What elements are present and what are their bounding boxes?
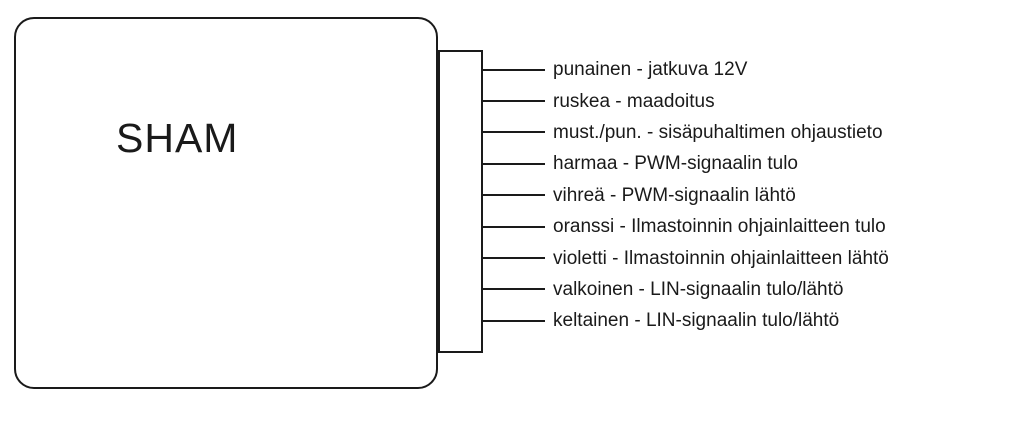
wire-row: oranssi - Ilmastoinnin ohjainlaitteen tu… <box>483 211 1024 242</box>
wire-label: punainen - jatkuva 12V <box>553 59 748 81</box>
wire-label: harmaa - PWM-signaalin tulo <box>553 153 798 175</box>
wire-line <box>483 162 545 165</box>
wire-label: ruskea - maadoitus <box>553 90 715 112</box>
wire-row: keltainen - LIN-signaalin tulo/lähtö <box>483 305 1024 336</box>
wire-row: ruskea - maadoitus <box>483 85 1024 116</box>
wire-label: violetti - Ilmastoinnin ohjainlaitteen l… <box>553 247 889 269</box>
wire-row: must./pun. - sisäpuhaltimen ohjaustieto <box>483 117 1024 148</box>
wire-line <box>483 257 545 260</box>
wire-row: vihreä - PWM-signaalin lähtö <box>483 180 1024 211</box>
wire-label: keltainen - LIN-signaalin tulo/lähtö <box>553 310 840 332</box>
wire-label: must./pun. - sisäpuhaltimen ohjaustieto <box>553 121 883 143</box>
wire-line <box>483 131 545 134</box>
device-box: SHAM <box>14 17 438 389</box>
wire-row: violetti - Ilmastoinnin ohjainlaitteen l… <box>483 242 1024 273</box>
wire-line <box>483 68 545 71</box>
wire-row: valkoinen - LIN-signaalin tulo/lähtö <box>483 274 1024 305</box>
wire-label: vihreä - PWM-signaalin lähtö <box>553 184 796 206</box>
wire-row: harmaa - PWM-signaalin tulo <box>483 148 1024 179</box>
wire-line <box>483 194 545 197</box>
wire-list: punainen - jatkuva 12V ruskea - maadoitu… <box>483 54 1024 337</box>
wire-label: oranssi - Ilmastoinnin ohjainlaitteen tu… <box>553 216 886 238</box>
wire-row: punainen - jatkuva 12V <box>483 54 1024 85</box>
device-label: SHAM <box>116 115 239 161</box>
connector-block <box>438 50 483 353</box>
wire-line <box>483 288 545 291</box>
wire-line <box>483 100 545 103</box>
wire-line <box>483 225 545 228</box>
wire-line <box>483 319 545 322</box>
wire-label: valkoinen - LIN-signaalin tulo/lähtö <box>553 278 844 300</box>
